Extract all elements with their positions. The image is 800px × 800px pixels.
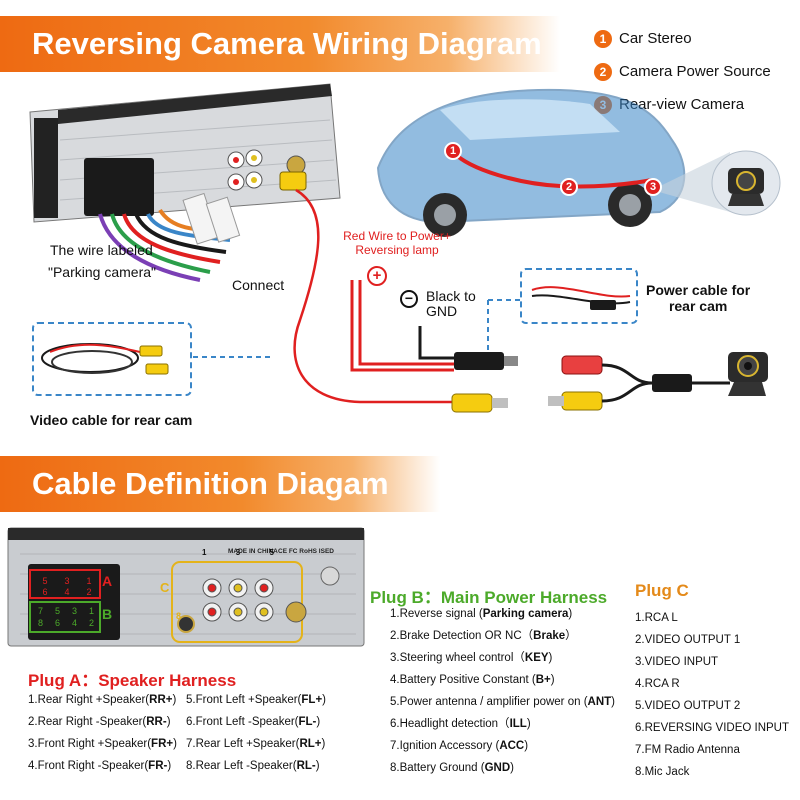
stereo-back-panel-image	[7, 527, 365, 647]
plug-c-list: 1.RCA L 2.VIDEO OUTPUT 1 3.VIDEO INPUT 4…	[635, 607, 789, 783]
legend-label: Car Stereo	[619, 30, 692, 47]
legend-number: 2	[594, 62, 612, 81]
red-wire-label: Red Wire to Power+ Reversing lamp	[340, 229, 454, 257]
list-item: 3.Steering wheel control（KEY)	[390, 652, 553, 664]
legend-label: Rear-view Camera	[619, 96, 745, 113]
pin-number: 3	[71, 606, 77, 616]
plug-a-pins-bottom: 6 4 2	[34, 587, 100, 597]
list-item: 7.FM Radio Antenna	[635, 744, 740, 756]
cable-definition-title: Cable Definition Diagam	[32, 466, 389, 501]
list-item: 5.Front Left +Speaker(FL+)	[186, 694, 326, 706]
plug-a-list-right: 5.Front Left +Speaker(FL+) 6.Front Left …	[186, 689, 326, 777]
list-item: 8.Battery Ground (GND)	[390, 762, 515, 774]
legend-label: Camera Power Source	[619, 63, 771, 80]
pin-number: 2	[86, 587, 92, 597]
list-item: 1.Rear Right +Speaker(RR+)	[28, 694, 177, 706]
wiring-illustration	[29, 83, 781, 413]
list-item: 1.Reverse signal (Parking camera)	[390, 608, 573, 620]
plug-c-mic-pin: 8	[176, 611, 182, 621]
list-item: 7.Ignition Accessory (ACC)	[390, 740, 529, 752]
car-marker-1: 1	[444, 142, 462, 160]
plug-c-title: Plug C	[635, 581, 689, 600]
list-item: 5.VIDEO OUTPUT 2	[635, 700, 741, 712]
power-cable-line2: rear cam	[668, 298, 728, 314]
connector-letter-c: C	[160, 580, 170, 595]
connector-letter-a: A	[102, 573, 113, 589]
pin-number: 3	[64, 576, 70, 586]
power-cable-label: Power cable for rear cam	[646, 282, 750, 314]
legend-number: 1	[594, 29, 612, 48]
list-item: 2.Rear Right -Speaker(RR-)	[28, 716, 171, 728]
made-in-text: MADE IN CHINA	[228, 548, 278, 555]
pin-number: 5	[54, 606, 60, 616]
list-item: 4.Battery Positive Constant (B+)	[390, 674, 555, 686]
plug-b-pins-top: 7 5 3 1	[32, 606, 100, 616]
legend-item-car-stereo: 1 Car Stereo	[594, 22, 771, 55]
list-item: 8.Mic Jack	[635, 766, 690, 778]
red-wire-label-line2: Reversing lamp	[355, 243, 439, 257]
list-item: 1.RCA L	[635, 612, 678, 624]
plug-a-list-left: 1.Rear Right +Speaker(RR+) 2.Rear Right …	[28, 689, 177, 777]
plug-c-pins-top: 1 3 5	[202, 548, 274, 557]
pin-number: 8	[37, 618, 43, 628]
list-item: 6.Headlight detection（ILL)	[390, 718, 531, 730]
list-item: 7.Rear Left +Speaker(RL+)	[186, 738, 326, 750]
pin-number: 1	[88, 606, 94, 616]
plug-b-list: 1.Reverse signal (Parking camera) 2.Brak…	[390, 603, 615, 779]
legend-item-camera-power: 2 Camera Power Source	[594, 55, 771, 88]
pin-number: 1	[202, 548, 207, 557]
car-marker-3: 3	[644, 178, 662, 196]
wire-label-line2: "Parking camera"	[48, 264, 156, 280]
list-item: 8.Rear Left -Speaker(RL-)	[186, 760, 320, 772]
pin-number: 4	[71, 618, 77, 628]
black-gnd-line1: Black to	[426, 288, 476, 304]
power-cable-line1: Power cable for	[646, 282, 751, 298]
diagram-title: Reversing Camera Wiring Diagram	[32, 26, 542, 61]
video-cable-box	[32, 322, 192, 396]
list-item: 6.REVERSING VIDEO INPUT	[635, 722, 790, 734]
wire-label-line1: The wire labeled	[50, 242, 153, 258]
plug-a-title: Plug A：Speaker Harness	[28, 671, 237, 690]
pin-number: 4	[64, 587, 70, 597]
black-gnd-label: Black to GND	[426, 289, 476, 319]
car-marker-2: 2	[560, 178, 578, 196]
car-stereo-rear-image	[29, 83, 341, 282]
cert-marks: CE FC RoHS ISED	[278, 548, 334, 555]
plug-a-pins-top: 5 3 1	[34, 576, 100, 586]
car-xray-image	[376, 88, 686, 237]
pin-number: 5	[269, 548, 274, 557]
pin-number: 2	[88, 618, 94, 628]
list-item: 5.Power antenna / amplifier power on (AN…	[390, 696, 616, 708]
list-item: 2.VIDEO OUTPUT 1	[635, 634, 741, 646]
pin-number: 1	[86, 576, 92, 586]
connector-letter-b: B	[102, 606, 113, 622]
plug-b-pins-bottom: 8 6 4 2	[32, 618, 100, 628]
negative-symbol: −	[400, 290, 418, 308]
connect-label: Connect	[232, 277, 285, 293]
plug-b-title: Plug B：Main Power Harness	[370, 588, 608, 607]
pin-number: 3	[235, 548, 241, 557]
list-item: 3.VIDEO INPUT	[635, 656, 719, 668]
pin-number: 6	[54, 618, 60, 628]
diagram-title-banner: Reversing Camera Wiring Diagram	[0, 16, 560, 72]
positive-symbol: +	[367, 266, 387, 286]
pin-number: 5	[42, 576, 48, 586]
pin-number: 6	[42, 587, 48, 597]
red-wire-label-line1: Red Wire to Power+	[343, 229, 451, 243]
list-item: 2.Brake Detection OR NC（Brake）	[390, 630, 577, 642]
video-cable-label: Video cable for rear cam	[30, 412, 193, 428]
list-item: 6.Front Left -Speaker(FL-)	[186, 716, 321, 728]
pin-number: 7	[37, 606, 43, 616]
list-item: 4.Front Right -Speaker(FR-)	[28, 760, 172, 772]
list-item: 4.RCA R	[635, 678, 680, 690]
power-cable-box	[520, 268, 638, 324]
list-item: 3.Front Right +Speaker(FR+)	[28, 738, 177, 750]
black-gnd-line2: GND	[426, 303, 458, 319]
cable-definition-banner: Cable Definition Diagam	[0, 456, 440, 512]
